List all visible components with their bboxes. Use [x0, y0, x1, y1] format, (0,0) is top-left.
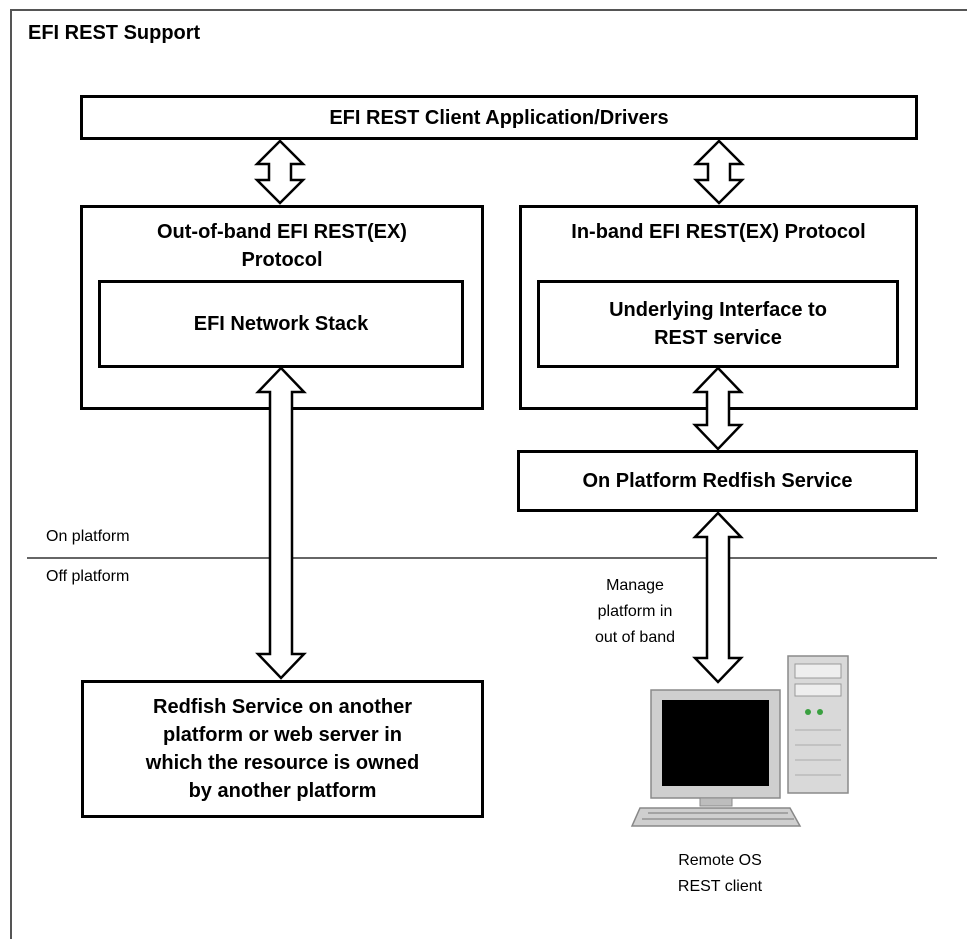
remote-service-line-2: platform or web server in [163, 724, 402, 746]
diagram-frame [10, 9, 967, 939]
manage-line-2: platform in [597, 603, 673, 620]
out-of-band-title: Out-of-band EFI REST(EX) Protocol [83, 218, 481, 274]
platform-divider-line [27, 557, 937, 559]
remote-service-line-4: by another platform [188, 780, 377, 802]
on-platform-label: On platform [46, 528, 130, 545]
manage-line-3: out of band [594, 629, 676, 646]
manage-line-1: Manage [606, 577, 664, 594]
remote-client-caption: Remote OS REST client [640, 848, 800, 900]
remote-client-line-2: REST client [677, 878, 763, 895]
out-of-band-title-line1: Out-of-band EFI REST(EX) [157, 221, 407, 243]
remote-redfish-service-box: Redfish Service on another platform or w… [81, 680, 484, 818]
out-of-band-title-line2: Protocol [241, 249, 323, 271]
underlying-interface-box: Underlying Interface to REST service [537, 280, 899, 368]
double-arrow-icon [692, 139, 746, 205]
client-application-box: EFI REST Client Application/Drivers [80, 95, 918, 140]
efi-network-stack-label: EFI Network Stack [193, 313, 369, 335]
desktop-computer-icon [630, 655, 849, 827]
client-application-label: EFI REST Client Application/Drivers [329, 106, 669, 129]
underlying-interface-line2: REST service [654, 327, 782, 349]
in-band-title: In-band EFI REST(EX) Protocol [571, 221, 866, 243]
remote-client-line-1: Remote OS [678, 852, 762, 869]
double-arrow-icon [255, 366, 307, 680]
diagram-title: EFI REST Support [28, 22, 201, 44]
double-arrow-icon [692, 511, 744, 684]
underlying-interface-line1: Underlying Interface to [609, 299, 827, 321]
double-arrow-icon [253, 139, 307, 205]
efi-network-stack-box: EFI Network Stack [98, 280, 464, 368]
remote-service-line-3: which the resource is owned [145, 752, 420, 774]
remote-service-line-1: Redfish Service on another [153, 696, 412, 718]
manage-out-of-band-note: Manage platform in out of band [570, 573, 700, 651]
on-platform-redfish-service-label: On Platform Redfish Service [582, 470, 853, 492]
double-arrow-icon [692, 366, 744, 451]
on-platform-redfish-service-box: On Platform Redfish Service [517, 450, 918, 512]
off-platform-label: Off platform [46, 568, 130, 585]
